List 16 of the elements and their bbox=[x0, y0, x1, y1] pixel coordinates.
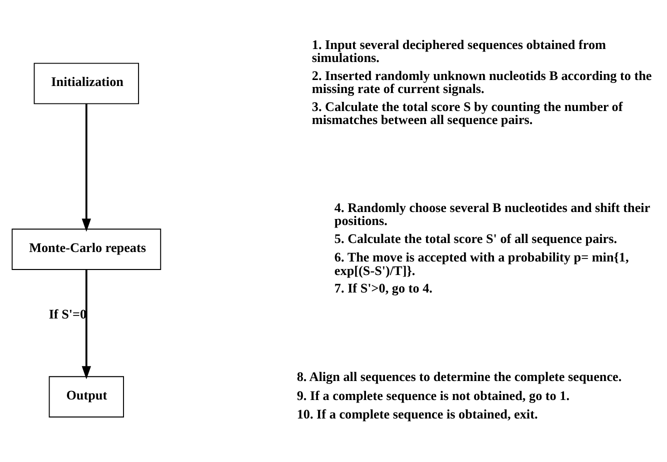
label: 5. Calculate the total score S' of all sequence pairs. bbox=[334, 230, 618, 246]
label: 7. If S'>0, go to 4. bbox=[334, 280, 432, 296]
label: 6. The move is accepted with a probability p= min{1, exp[(S-S')/T]}. bbox=[334, 250, 629, 278]
edge-label: If S'=0 bbox=[48, 306, 87, 322]
arrow bbox=[82, 270, 92, 380]
label: 10. If a complete sequence is obtained, exit. bbox=[296, 406, 538, 422]
arrow bbox=[82, 104, 92, 232]
label: 8. Align all sequences to determine the complete sequence. bbox=[296, 369, 622, 384]
label: 4. Randomly choose several B nucleotides and shift their positions. bbox=[334, 200, 650, 228]
node-box: Monte-Carlo repeats bbox=[12, 228, 162, 270]
label: 3. Calculate the total score S by counting the number of mismatches between all sequence pairs. bbox=[312, 98, 623, 128]
label: 1. Input several deciphered sequences obtained from simulations. bbox=[312, 36, 606, 66]
node-box: Initialization bbox=[34, 62, 140, 104]
label: 2. Inserted randomly unknown nucleotids B according to the missing rate of current signals. bbox=[312, 68, 652, 96]
label: 9. If a complete sequence is not obtained, go to 1. bbox=[296, 388, 570, 403]
node-box: Output bbox=[48, 376, 124, 418]
